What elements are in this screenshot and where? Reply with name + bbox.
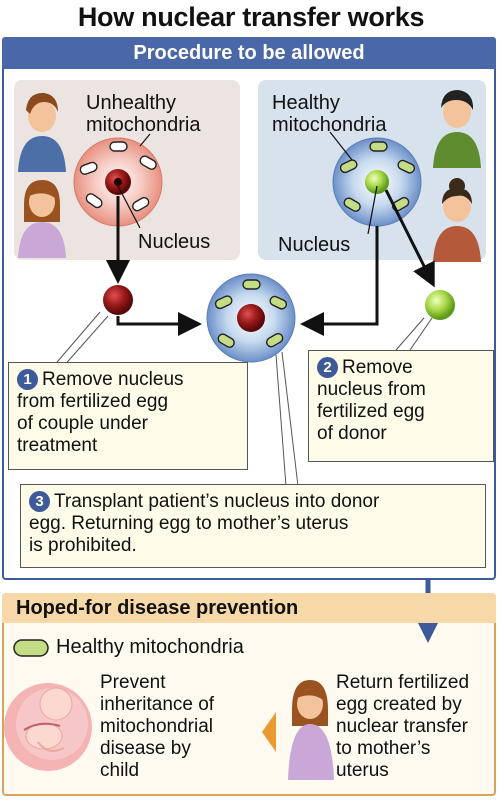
procedure-header: Procedure to be allowed	[2, 37, 496, 69]
return-line: to mother’s	[336, 738, 431, 759]
pregnant-mother-icon	[288, 680, 334, 780]
step-2-line: Remove	[342, 357, 413, 378]
couple-nucleus-label: Nucleus	[138, 231, 211, 253]
father-avatar	[18, 92, 66, 172]
unhealthy-label-line1: Unhealthy	[86, 92, 177, 114]
mother-avatar	[18, 180, 66, 258]
prevent-line: disease by	[100, 738, 191, 759]
step-3-number: 3	[29, 491, 50, 512]
step-3-line: Transplant patient’s nucleus into donor	[54, 491, 380, 512]
step-3-line: is prohibited.	[29, 535, 137, 556]
prevent-line: mitochondrial	[100, 716, 213, 737]
unhealthy-label-line2: mitochondria	[86, 114, 201, 136]
step-1-line: Remove nucleus	[42, 369, 184, 390]
step-1-line: treatment	[17, 435, 98, 456]
return-egg-text: Return fertilized egg created by nuclear…	[336, 672, 469, 782]
step-3-line: egg. Returning egg to mother’s uterus	[29, 513, 349, 534]
healthy-label-line2: mitochondria	[272, 114, 387, 136]
prevent-line: inheritance of	[100, 694, 215, 715]
removed-patient-nucleus	[103, 285, 133, 315]
page-title: How nuclear transfer works	[77, 2, 425, 32]
legend-label: Healthy mitochondria	[56, 636, 244, 658]
couple-egg	[73, 137, 163, 227]
legend-mitochondria-icon	[13, 639, 49, 657]
prevent-inheritance-text: Prevent inheritance of mitochondrial dis…	[100, 672, 214, 782]
donor-egg	[332, 137, 422, 227]
unhealthy-mitochondria-group	[79, 141, 157, 212]
prevention-header: Hoped-for disease prevention	[2, 593, 496, 623]
return-line: nuclear transfer	[336, 716, 469, 737]
donor-woman-avatar	[433, 178, 481, 262]
donor-nucleus-label: Nucleus	[278, 234, 351, 256]
unhealthy-mito-label: Unhealthy mitochondria	[86, 92, 201, 136]
step-1-line: from fertilized egg	[17, 391, 169, 412]
step-2-line: nucleus from	[317, 379, 426, 400]
return-line: egg created by	[336, 694, 462, 715]
arrow-left-icon	[262, 712, 276, 752]
healthy-label-line1: Healthy	[272, 92, 340, 114]
step-2-line: fertilized egg	[317, 401, 425, 422]
return-line: uterus	[336, 760, 389, 781]
donor-man-avatar	[433, 90, 481, 168]
prevent-line: child	[100, 760, 140, 781]
healthy-mito-label: Healthy mitochondria	[272, 92, 387, 136]
reconstructed-egg	[206, 273, 296, 363]
baby-in-womb-icon	[4, 683, 92, 771]
step-1-line: of couple under	[17, 413, 148, 434]
return-line: Return fertilized	[336, 672, 470, 693]
prevent-line: Prevent	[100, 672, 166, 693]
step-1-number: 1	[17, 369, 38, 390]
removed-donor-nucleus	[425, 290, 455, 320]
step-2-number: 2	[317, 357, 338, 378]
step-2-line: of donor	[317, 423, 387, 444]
